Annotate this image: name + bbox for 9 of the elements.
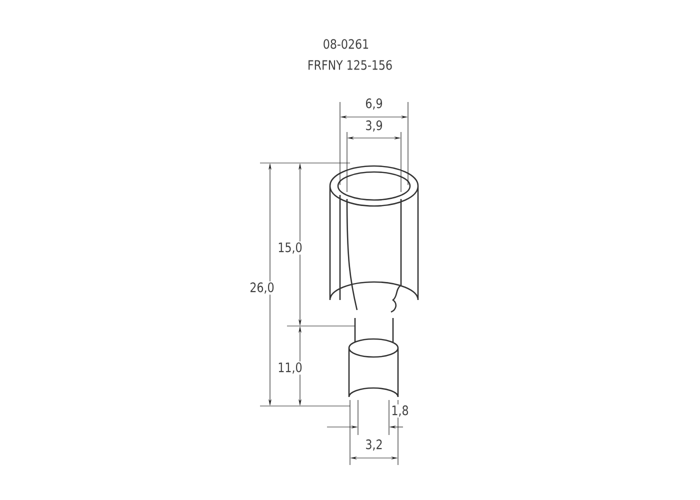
dimension-label: 3,2 — [364, 438, 384, 452]
dimension-label: 6,9 — [364, 97, 384, 111]
dimension-label: 1,8 — [390, 404, 410, 418]
dimension-label: 3,9 — [364, 119, 384, 133]
part-number: 08-0261 — [324, 39, 368, 49]
dimension-label: 26,0 — [248, 281, 276, 295]
dimension-label: 11,0 — [276, 361, 304, 375]
part-number: FRFNY 125-156 — [308, 60, 392, 70]
dimension-label: 15,0 — [276, 241, 304, 255]
